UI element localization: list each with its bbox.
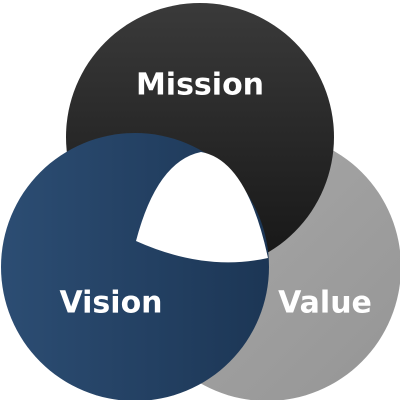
venn-label-vision: Vision bbox=[59, 286, 162, 321]
venn-center-overlap bbox=[136, 152, 268, 263]
venn-label-value: Value bbox=[278, 286, 372, 321]
venn-label-mission: Mission bbox=[136, 68, 264, 103]
